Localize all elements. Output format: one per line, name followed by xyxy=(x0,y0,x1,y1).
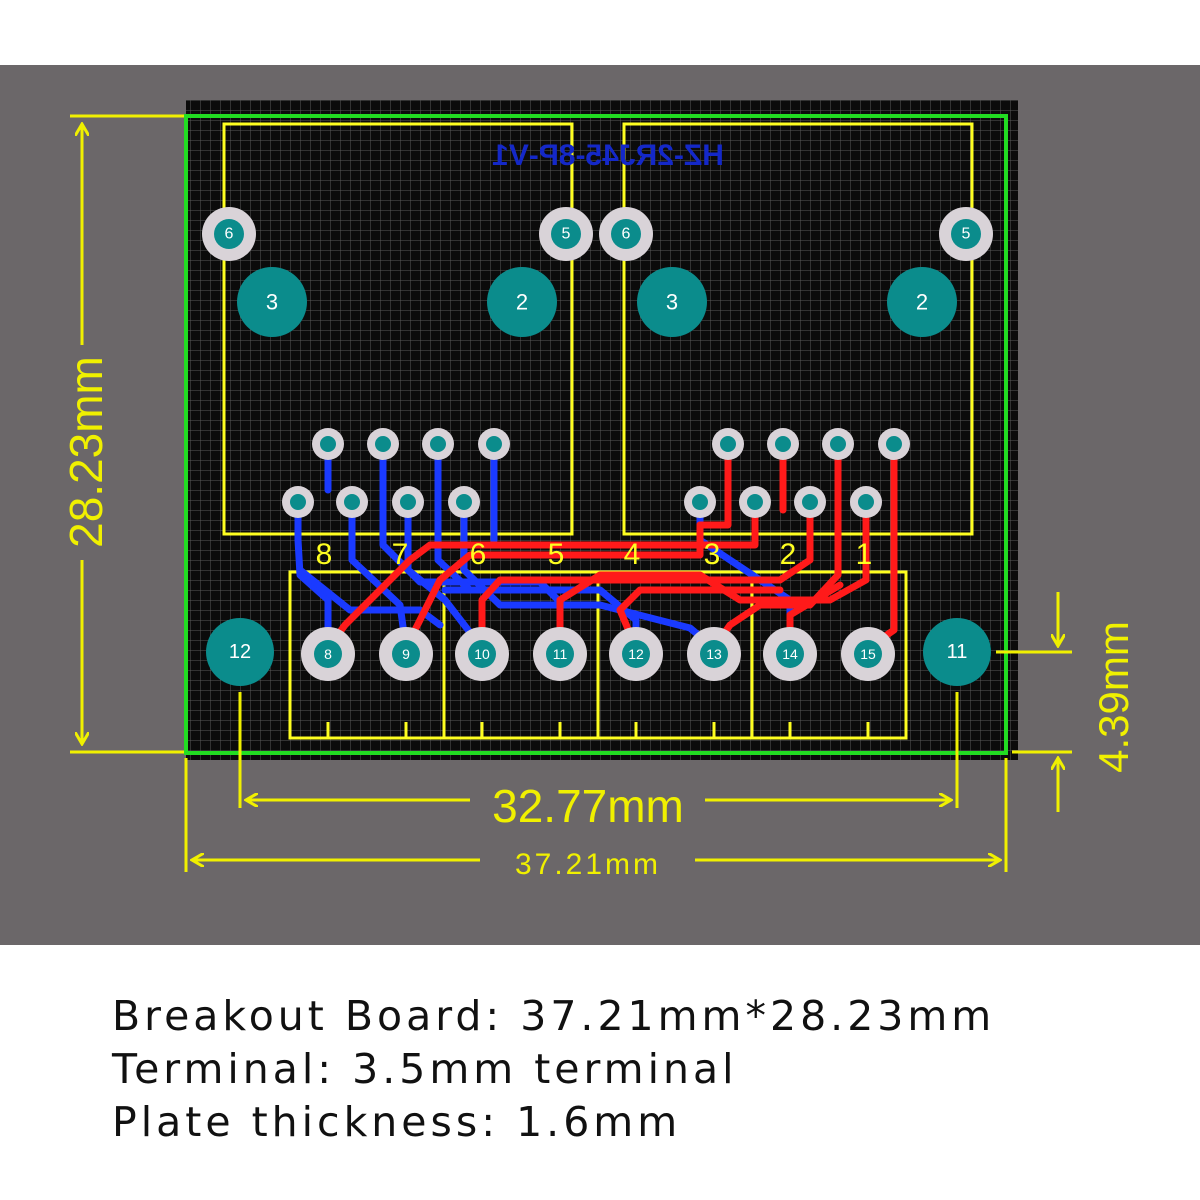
terminal-label: 7 xyxy=(392,538,409,571)
mount-hole xyxy=(237,267,307,337)
height-dimension-label: 28.23mm xyxy=(60,356,112,548)
caption-thickness: Plate thickness: 1.6mm xyxy=(112,1098,682,1146)
terminal-labels: 8 7 6 5 4 3 2 1 xyxy=(316,538,873,571)
hole-spacing-dimension-label: 32.77mm xyxy=(492,780,684,832)
jack-right-outline xyxy=(622,122,974,536)
silkscreen-part-text: HZ-2RJ45-8P-V1 xyxy=(492,139,724,172)
terminal-label: 3 xyxy=(704,538,721,571)
rj45-signal-pads xyxy=(282,428,910,518)
terminal-pad-label: 9 xyxy=(402,646,410,662)
terminal-pad-label: 13 xyxy=(706,646,722,662)
mount-hole xyxy=(637,267,707,337)
jack-left-outline xyxy=(222,122,574,536)
pad-label: 6 xyxy=(622,226,631,243)
pad-label: 5 xyxy=(562,226,571,243)
mount-hole xyxy=(487,267,557,337)
terminal-label: 8 xyxy=(316,538,333,571)
corner-hole-left xyxy=(206,618,274,686)
terminal-pads: 8 9 10 11 12 13 14 15 xyxy=(301,627,895,681)
caption-terminal: Terminal: 3.5mm terminal xyxy=(112,1045,738,1093)
pad-label: 6 xyxy=(225,226,234,243)
terminal-label: 4 xyxy=(624,538,641,571)
terminal-pad-label: 8 xyxy=(324,646,332,662)
board-outline xyxy=(184,114,1008,755)
terminal-pad-label: 11 xyxy=(553,646,568,662)
mount-hole-label: 2 xyxy=(916,290,928,315)
width-dimension xyxy=(184,758,1008,872)
caption-board-size: Breakout Board: 37.21mm*28.23mm xyxy=(112,992,996,1040)
height-dimension xyxy=(70,114,184,754)
mount-hole xyxy=(887,267,957,337)
terminal-label: 1 xyxy=(856,538,873,571)
corner-hole-right xyxy=(923,618,991,686)
terminal-pad-label: 12 xyxy=(628,646,644,662)
terminal-pad-label: 14 xyxy=(782,646,798,662)
offset-dimension-label: 4.39mm xyxy=(1090,621,1137,773)
terminal-label: 2 xyxy=(780,538,797,571)
terminal-pad-label: 15 xyxy=(860,646,876,662)
width-dimension-label: 37.21mm xyxy=(515,848,661,881)
offset-dimension xyxy=(996,592,1072,812)
terminal-label: 6 xyxy=(470,538,487,571)
terminal-label: 5 xyxy=(548,538,565,571)
mount-hole-label: 3 xyxy=(266,290,278,315)
pad-label: 5 xyxy=(962,226,971,243)
jack-left: 6 5 3 2 xyxy=(202,207,593,337)
top-layer-traces xyxy=(324,440,898,652)
terminal-pad-label: 10 xyxy=(474,646,490,662)
mount-hole-label: 2 xyxy=(516,290,528,315)
spec-caption: Breakout Board: 37.21mm*28.23mm Terminal… xyxy=(112,990,1172,1149)
hole-spacing-dimension xyxy=(238,692,959,808)
corner-hole-label: 11 xyxy=(947,641,968,663)
jack-right: 6 5 3 2 xyxy=(599,207,993,337)
mount-hole-label: 3 xyxy=(666,290,678,315)
corner-hole-label: 12 xyxy=(229,641,251,663)
